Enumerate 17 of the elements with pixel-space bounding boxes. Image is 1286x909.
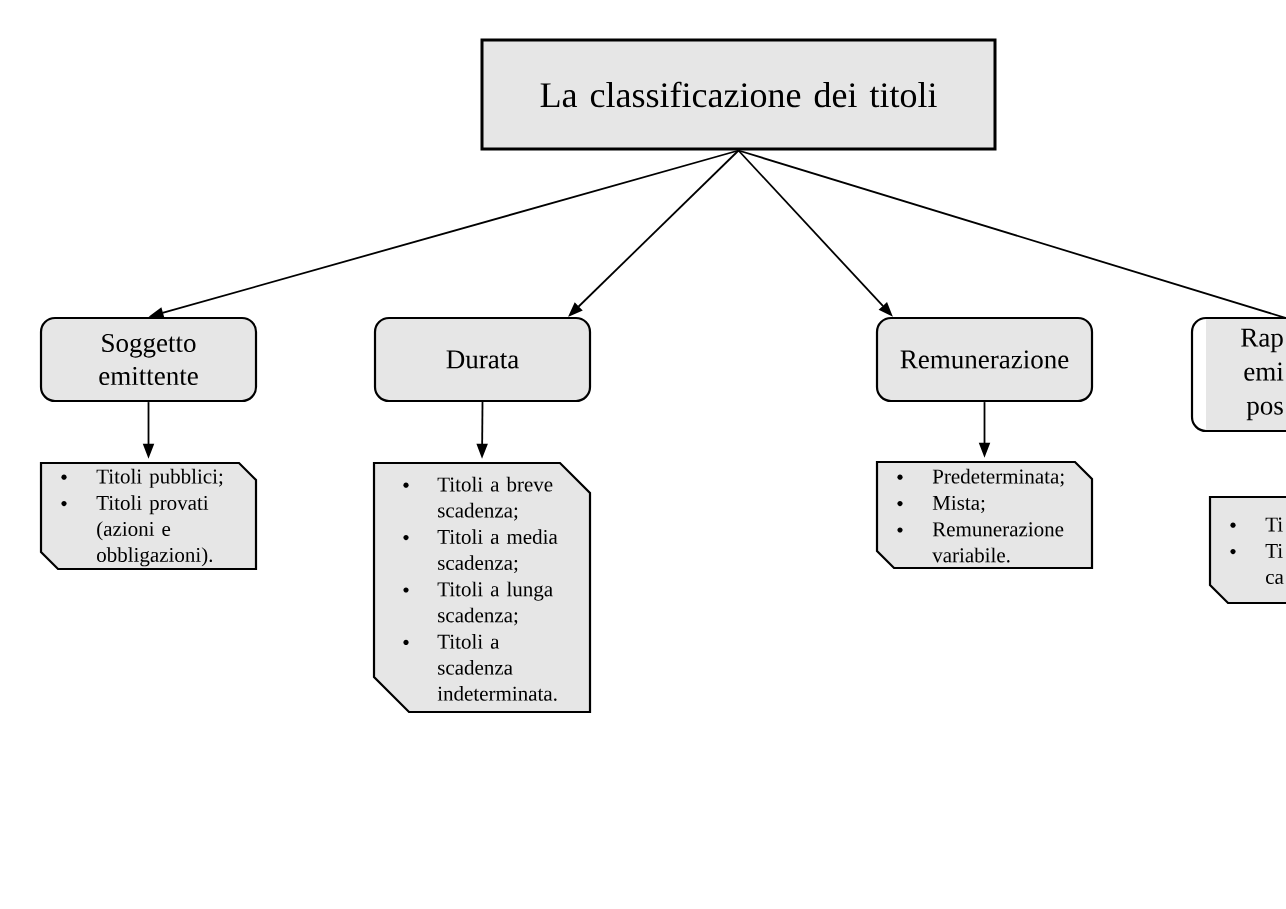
list-item: Titoli pubblici; [96, 468, 223, 488]
list-item: Titoli provati (azioni e obbligazioni). [96, 495, 213, 567]
rounded-box: Rap emi pos [1190, 316, 1286, 433]
list-item: Ti ca [1265, 543, 1284, 584]
connector-line [737, 149, 1286, 319]
list-item: Remunerazione variabile. [932, 522, 1064, 563]
list-item: Ti [1265, 517, 1283, 532]
rounded-box: Remunerazione [875, 316, 1094, 403]
list-item: Titoli a lunga scadenza; [437, 581, 553, 626]
rounded-box: Soggetto emittente [39, 316, 258, 403]
rounded-box: Durata [373, 316, 592, 403]
list-item: Titoli a breve scadenza; [437, 476, 553, 521]
list-item: Mista; [932, 495, 985, 514]
list-item: Titoli a media scadenza; [437, 529, 558, 574]
list-item: Titoli a scadenza indeterminata. [437, 634, 557, 701]
title-box: La classificazione dei titoli [480, 38, 997, 151]
list-item: Predeterminata; [932, 468, 1064, 487]
